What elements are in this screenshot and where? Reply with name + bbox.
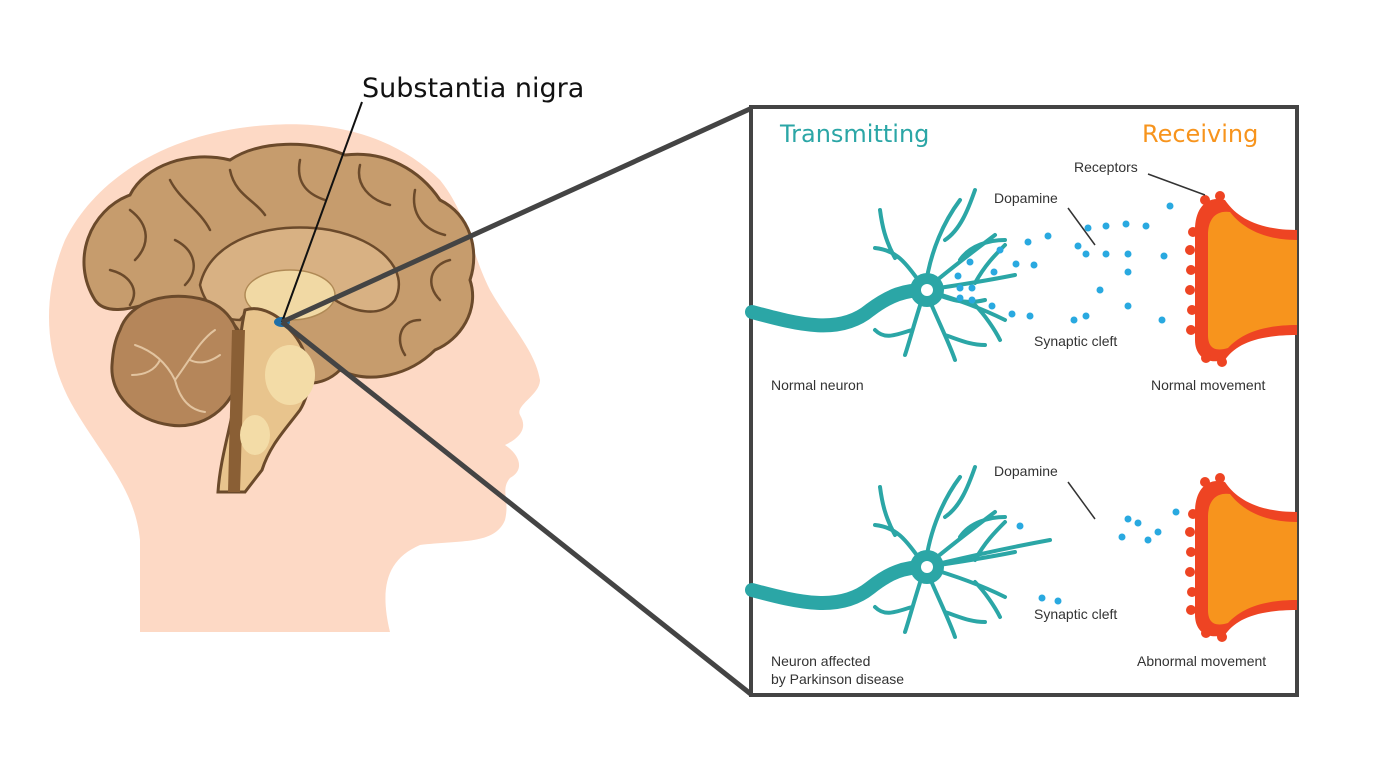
- affected-neuron: [745, 465, 1052, 639]
- substantia-nigra-pointer: [281, 101, 363, 323]
- dopamine-molecules-bottom: [1016, 508, 1180, 605]
- receiving-neuron-bottom: [1185, 473, 1297, 642]
- receiving-title: Receiving: [1142, 120, 1258, 148]
- normal-movement-label: Normal movement: [1151, 377, 1265, 393]
- dopamine-label-bottom: Dopamine: [994, 463, 1058, 479]
- synaptic-cleft-label-top: Synaptic cleft: [1034, 333, 1117, 349]
- dopamine-label-top: Dopamine: [994, 190, 1058, 206]
- normal-neuron-label: Normal neuron: [771, 377, 864, 393]
- affected-neuron-label-line1: Neuron affected: [771, 653, 870, 669]
- normal-neuron: [745, 188, 1017, 362]
- transmitting-title: Transmitting: [779, 120, 929, 148]
- receiving-neuron-top: [1185, 191, 1297, 367]
- brain: [82, 142, 476, 494]
- dopamine-molecules-top: [954, 202, 1174, 324]
- receptors-label: Receptors: [1074, 159, 1138, 175]
- cerebellum: [110, 294, 243, 428]
- affected-neuron-label-line2: by Parkinson disease: [771, 671, 904, 687]
- abnormal-movement-label: Abnormal movement: [1137, 653, 1266, 669]
- synaptic-cleft-label-bottom: Synaptic cleft: [1034, 606, 1117, 622]
- substantia-nigra-label: Substantia nigra: [362, 73, 584, 104]
